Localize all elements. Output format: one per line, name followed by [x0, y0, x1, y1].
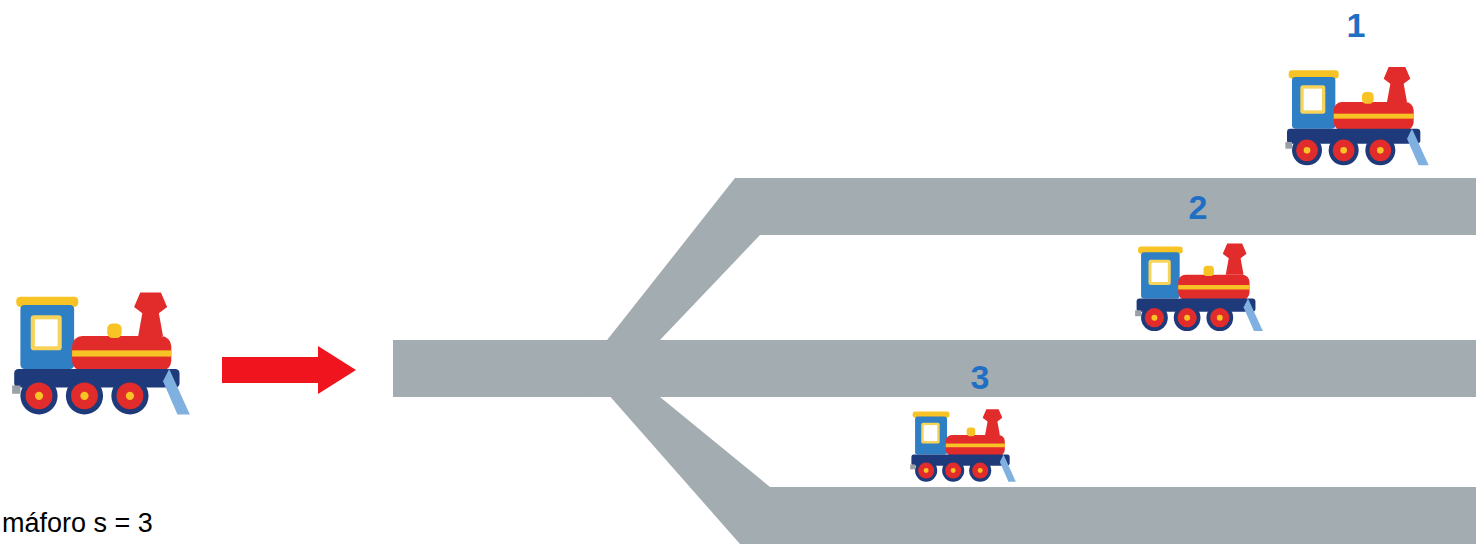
- direction-arrow: [222, 346, 356, 394]
- callout-number: 3: [971, 358, 990, 397]
- train-2: [1135, 243, 1263, 331]
- semaphore-note: máforo s = 3: [2, 508, 153, 539]
- callout-number: 2: [1189, 188, 1208, 227]
- train-waiting: [12, 293, 190, 415]
- train-1: [1285, 67, 1428, 165]
- railway-track: [393, 178, 1476, 544]
- train-3: [910, 409, 1016, 481]
- callout-number: 1: [1347, 6, 1366, 45]
